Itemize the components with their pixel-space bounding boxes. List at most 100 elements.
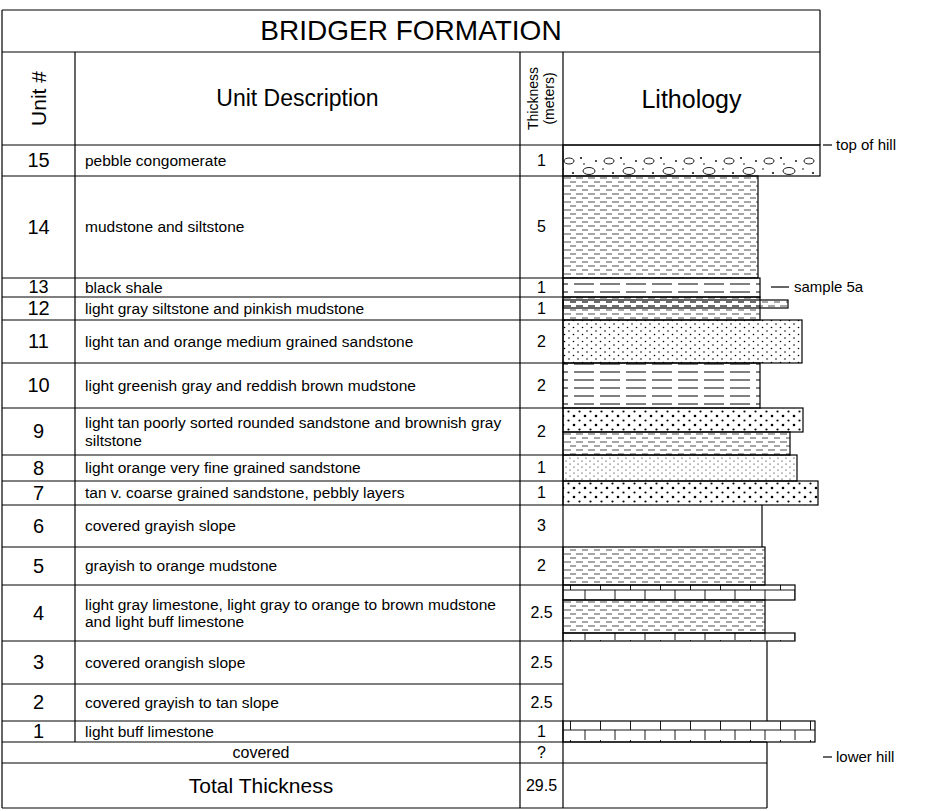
thickness-value: 2	[537, 423, 546, 441]
profile-edge	[766, 641, 767, 684]
thickness-value-cell: 2.5	[520, 585, 563, 641]
total-label-cell: Total Thickness	[2, 763, 520, 808]
unit-description-cell: light buff limestone	[75, 721, 520, 742]
unit-number-cell: 7	[2, 481, 75, 505]
rule-line	[519, 52, 520, 808]
position-label-cell: lower hill	[836, 747, 926, 767]
rule-line	[2, 807, 767, 808]
total-label: Total Thickness	[189, 774, 333, 798]
unit-description: light greenish gray and reddish brown mu…	[85, 377, 416, 394]
thickness-value-cell: 1	[520, 481, 563, 505]
unit-number: 1	[33, 720, 44, 742]
thickness-value: 1	[537, 484, 546, 502]
rule-line	[2, 683, 563, 684]
table-cell: ?	[537, 744, 546, 762]
rock-layer	[563, 408, 803, 432]
rock-layer	[563, 633, 795, 641]
rock-layer	[563, 585, 795, 600]
thickness-value-cell: 1	[520, 455, 563, 481]
rule-line	[2, 454, 563, 455]
rock-layer	[563, 481, 818, 505]
thickness-value: 2	[537, 333, 546, 351]
unit-description: tan v. coarse grained sandstone, pebbly …	[85, 484, 404, 501]
rule-line	[823, 144, 832, 145]
profile-edge	[766, 684, 767, 721]
unit-number-cell: 13	[2, 278, 75, 297]
unit-description-cell: pebble congomerate	[75, 145, 520, 176]
rule-line	[2, 762, 767, 763]
thickness-value-cell: 2	[520, 320, 563, 363]
unit-number: 5	[33, 555, 44, 577]
unit-number-cell: 4	[2, 585, 75, 641]
position-label: top of hill	[836, 137, 896, 154]
thickness-value-cell: 1	[520, 297, 563, 320]
rock-layer	[563, 600, 765, 633]
unit-description-cell: light greenish gray and reddish brown mu…	[75, 363, 520, 408]
unit-number-cell: 10	[2, 363, 75, 408]
rock-layer	[563, 547, 765, 585]
position-label-cell: top of hill	[836, 135, 926, 155]
rule-line	[771, 286, 789, 287]
position-label: lower hill	[836, 749, 894, 766]
unit-number: 12	[27, 297, 49, 319]
unit-number: 2	[33, 691, 44, 713]
unit-description: light orange very fine grained sandstone	[85, 459, 361, 476]
table-cell-cell: covered	[2, 742, 520, 763]
unit-number: 8	[33, 457, 44, 479]
rule-line	[2, 277, 563, 278]
unit-number: 4	[33, 602, 44, 624]
unit-description: pebble congomerate	[85, 152, 226, 169]
unit-number-cell: 12	[2, 297, 75, 320]
rule-line	[562, 52, 563, 808]
position-label-cell: sample 5a	[794, 277, 904, 297]
rule-line	[2, 175, 563, 176]
rock-layer	[563, 455, 797, 481]
unit-description-cell: mudstone and siltstone	[75, 176, 520, 278]
lithology-layers	[563, 145, 820, 742]
thickness-value: 1	[537, 723, 546, 741]
unit-number: 9	[33, 420, 44, 442]
unit-number: 14	[27, 216, 49, 238]
unit-number-cell: 9	[2, 408, 75, 455]
rule-line	[2, 296, 563, 297]
unit-description-cell: light gray limestone, light gray to oran…	[75, 585, 520, 641]
unit-description-cell: tan v. coarse grained sandstone, pebbly …	[75, 481, 520, 505]
thickness-value: 1	[537, 279, 546, 297]
unit-description-cell: covered grayish slope	[75, 505, 520, 547]
thickness-value: 1	[537, 459, 546, 477]
unit-description: light gray siltstone and pinkish mudston…	[85, 300, 364, 317]
unit-description: light buff limestone	[85, 723, 214, 740]
unit-description: covered grayish slope	[85, 517, 236, 534]
thickness-value-cell: 2	[520, 547, 563, 585]
unit-description-cell: black shale	[75, 278, 520, 297]
rule-line	[563, 741, 767, 742]
unit-description: covered grayish to tan slope	[85, 694, 279, 711]
rule-line	[2, 362, 563, 363]
thickness-value-cell: 5	[520, 176, 563, 278]
rule-line	[2, 546, 563, 547]
unit-number: 7	[33, 482, 44, 504]
thickness-value: 1	[537, 152, 546, 170]
unit-description-cell: light gray siltstone and pinkish mudston…	[75, 297, 520, 320]
header-cell-cell: Thickness (meters)	[520, 52, 563, 145]
rule-line	[2, 9, 820, 10]
unit-description: black shale	[85, 279, 163, 296]
unit-number: 13	[28, 277, 48, 297]
unit-number-cell: 8	[2, 455, 75, 481]
unit-description-cell: grayish to orange mudstone	[75, 547, 520, 585]
table-cell-cell: ?	[520, 742, 563, 763]
profile-edge	[761, 505, 762, 547]
unit-number-cell: 14	[2, 176, 75, 278]
unit-description-cell: light orange very fine grained sandstone	[75, 455, 520, 481]
thickness-value: 2.5	[530, 604, 552, 622]
unit-number-cell: 11	[2, 320, 75, 363]
unit-number-cell: 2	[2, 684, 75, 721]
rule-line	[74, 52, 75, 742]
thickness-value-cell: 1	[520, 721, 563, 742]
total-value: 29.5	[526, 777, 557, 795]
unit-description-cell: covered grayish to tan slope	[75, 684, 520, 721]
rock-layer	[563, 300, 788, 308]
table-frame	[2, 10, 832, 808]
